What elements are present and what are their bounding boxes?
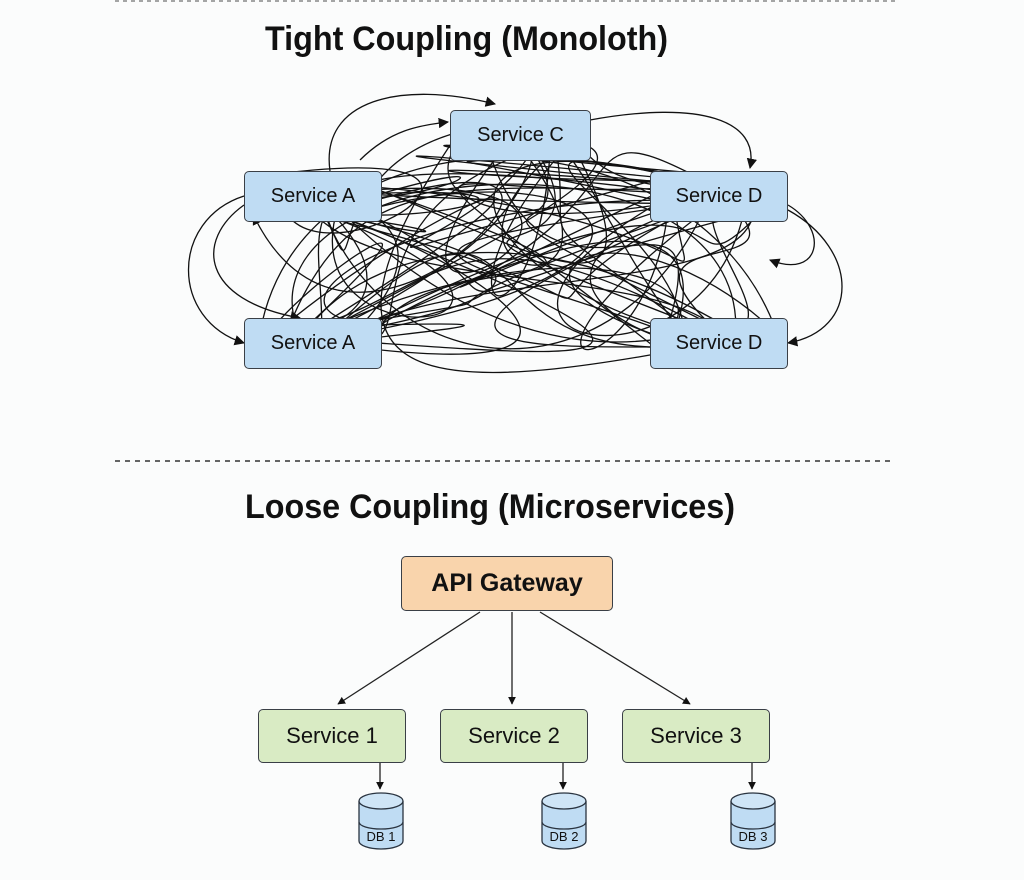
tangle-curve [380,129,730,374]
service-c-node: Service C [450,110,591,161]
tangle-curve [448,169,751,191]
gateway-connections [337,611,756,790]
service-a-bottom-node: Service A [244,318,382,369]
db-3-label: DB 3 [738,829,768,844]
service-2-node: Service 2 [440,709,588,763]
tangle-curve [678,208,751,327]
tangle-curve [320,187,760,331]
service-a-top-node: Service A [244,171,382,222]
tangle-curve [409,134,672,248]
tangle-curve [568,252,775,342]
service-3-node: Service 3 [622,709,770,763]
db-1-label: DB 1 [366,829,396,844]
tight-coupling-title: Tight Coupling (Monoloth) [265,20,669,58]
tangle-curve [187,195,245,346]
tangle-curve [274,267,680,354]
tangle-curve [366,140,523,274]
db-2-icon: DB 2 [541,792,587,850]
gateway-to-service-3-arrow [539,611,691,705]
tangle-curve [498,120,572,266]
tangle-curve [490,123,560,297]
tangle-curve [457,200,710,342]
tangle-curve [359,117,450,161]
tangle-curve [307,252,725,330]
tangle-curve [589,111,757,170]
service-d-bottom-node: Service D [650,318,788,369]
tangle-curve [580,181,733,351]
db-1-icon: DB 1 [358,792,404,850]
tangled-connections [187,93,843,374]
tangle-curve [415,155,705,187]
tangle-curve [264,197,496,353]
loose-coupling-title: Loose Coupling (Microservices) [245,488,735,526]
tangle-curve [300,191,594,347]
db-3-icon: DB 3 [730,792,776,850]
tangle-curve [299,204,769,359]
api-gateway-node: API Gateway [401,556,613,611]
gateway-to-service-1-arrow [337,611,481,705]
tangle-curve [267,181,503,358]
tangle-curve [320,176,719,350]
tangle-curve [769,204,815,269]
db-2-label: DB 2 [549,829,579,844]
tangle-curve [254,167,423,234]
tangle-curve [323,199,697,325]
tangle-curve [213,204,302,322]
tangle-curve [550,118,698,336]
tangle-curve [479,116,679,325]
tangle-curve [261,242,383,351]
tangle-curve [786,209,843,347]
service-d-top-node: Service D [650,171,788,222]
service-1-node: Service 1 [258,709,406,763]
tangle-curve [328,93,497,172]
tangle-curve [281,187,741,345]
tangle-curve [288,201,454,318]
tangle-curve [556,181,749,337]
